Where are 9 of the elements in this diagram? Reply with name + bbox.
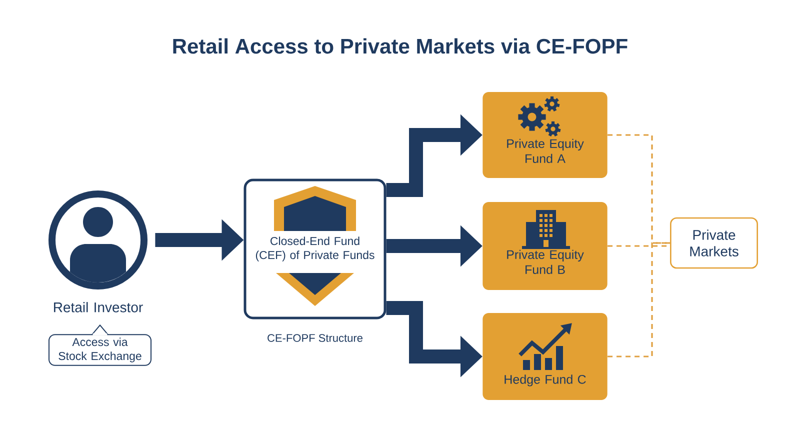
node-label: CE-FOPF Structure (268, 334, 362, 342)
investor-label: Retail Investor (54, 302, 143, 312)
fund-box: Closed-End Fund (CEF) of Private Funds (244, 178, 386, 320)
title: Retail Access to Private Markets via CE-FOPF (173, 38, 628, 54)
market-box: Private Markets (670, 217, 758, 269)
connector-line (608, 242, 670, 358)
fund-box: Private Equity Fund A (482, 92, 608, 178)
callout-bubble: Access via Stock Exchange (48, 324, 152, 366)
fund-box: Hedge Fund C (482, 313, 608, 400)
